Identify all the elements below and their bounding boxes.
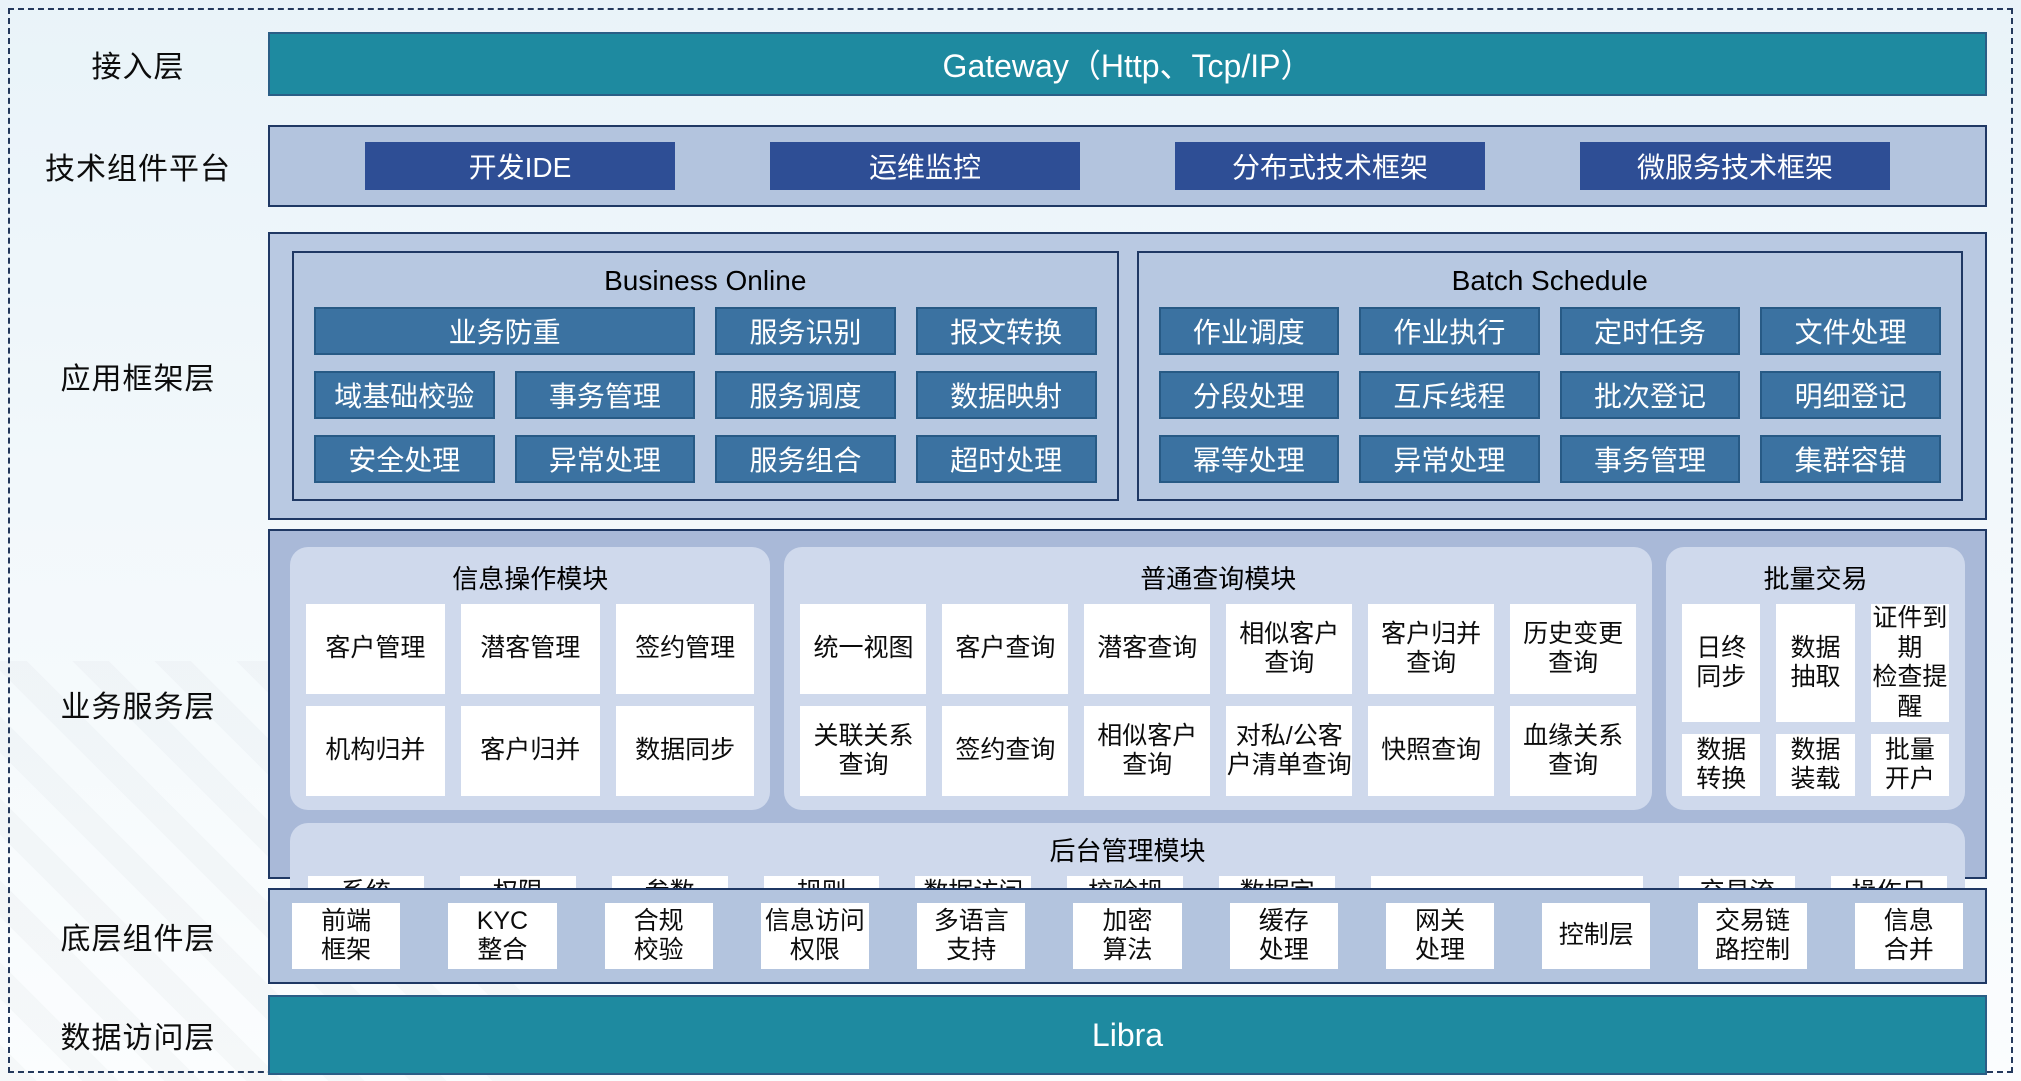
framework-item-button: 异常处理 [514,435,696,483]
service-module-cell: 潜客管理 [460,604,600,694]
tech-platform-button: 开发IDE [365,142,675,190]
service-module-cell: 客户管理 [306,604,445,694]
service-module-cell: 血缘关系 查询 [1510,706,1637,796]
framework-item-button: 安全处理 [314,435,495,483]
service-module-cell: 批量 开户 [1870,734,1949,796]
tech-platform-row: 技术组件平台 开发IDE 运维监控 分布式技术框架 微服务技术框架 [8,125,1987,207]
base-component-cell: 控制层 [1542,903,1651,969]
tech-platform-button: 分布式技术框架 [1175,142,1485,190]
service-module-cell: 数据 装载 [1776,734,1855,796]
framework-item-button: 域基础校验 [314,371,495,419]
framework-item-button: 事务管理 [514,371,696,419]
service-module-grid: 客户管理潜客管理签约管理机构归并客户归并数据同步 [306,604,755,796]
libra-bar: Libra [268,995,1987,1075]
service-module-box: 信息操作模块客户管理潜客管理签约管理机构归并客户归并数据同步 [290,547,771,810]
service-modules-row: 信息操作模块客户管理潜客管理签约管理机构归并客户归并数据同步 普通查询模块统一视图… [290,547,1965,810]
framework-item-button: 文件处理 [1760,307,1941,355]
framework-item-button: 作业执行 [1359,307,1540,355]
layer-label-business-service: 业务服务层 [60,691,216,724]
service-module-cell: 数据 抽取 [1776,604,1855,722]
framework-item-button: 明细登记 [1760,371,1941,419]
base-components-box: 前端 框架 KYC 整合合规 校验信息访问 权限多语言 支持加密 算法缓存 处理网… [268,888,1987,984]
service-module-cell: 签约管理 [615,604,755,694]
framework-item-button: 服务组合 [715,435,896,483]
framework-item-button: 定时任务 [1559,307,1741,355]
base-component-cell: 信息 合并 [1854,903,1963,969]
service-module-cell: 客户查询 [942,604,1069,694]
framework-item-button: 集群容错 [1760,435,1941,483]
service-module-cell: 机构归并 [306,706,445,796]
service-module-cell: 对私/公客 户清单查询 [1226,706,1353,796]
base-component-cell: 缓存 处理 [1229,903,1338,969]
architecture-diagram: 接入层 Gateway（Http、Tcp/IP） 技术组件平台 开发IDE 运维监… [8,8,2013,1075]
service-module-cell: 关联关系 查询 [800,706,927,796]
framework-item-button: 报文转换 [915,307,1097,355]
app-framework-group-title: Business Online [604,265,807,296]
base-component-cell: KYC 整合 [448,903,557,969]
tech-platform-button: 运维监控 [770,142,1080,190]
admin-module-title: 后台管理模块 [1049,836,1206,866]
framework-item-button: 分段处理 [1158,371,1340,419]
service-module-grid: 日终 同步数据 抽取证件到期 检查提醒数据 转换数据 装载批量 开户 [1682,604,1949,796]
service-module-cell: 统一视图 [800,604,927,694]
service-module-cell: 客户归并 [460,706,600,796]
access-layer-row: 接入层 Gateway（Http、Tcp/IP） [8,32,1987,96]
base-component-cell: 多语言 支持 [917,903,1026,969]
base-component-cell: 交易链 路控制 [1698,903,1807,969]
base-component-cell: 网关 处理 [1385,903,1495,969]
layer-label-data-access: 数据访问层 [60,1022,216,1055]
service-module-cell: 相似客户 查询 [1226,604,1353,694]
framework-item-button: 数据映射 [915,371,1097,419]
framework-item-button: 幂等处理 [1158,435,1340,483]
layer-label-app-framework: 应用框架层 [60,363,216,396]
base-component-cell: 信息访问 权限 [760,903,870,969]
app-framework-group-title: Batch Schedule [1451,265,1648,296]
base-components-row: 底层组件层 前端 框架 KYC 整合合规 校验信息访问 权限多语言 支持加密 算法… [8,888,1987,984]
framework-item-button: 事务管理 [1559,435,1741,483]
service-module-cell: 客户归并 查询 [1368,604,1495,694]
service-module-cell: 证件到期 检查提醒 [1870,604,1949,722]
layer-label-base-components: 底层组件层 [60,923,216,956]
framework-item-button: 服务调度 [715,371,896,419]
layer-label-tech-platform: 技术组件平台 [45,153,231,186]
service-module-cell: 相似客户 查询 [1084,706,1211,796]
service-module-cell: 快照查询 [1368,706,1495,796]
service-module-grid: 统一视图客户查询潜客查询相似客户 查询客户归并 查询历史变更 查询关联关系 查询… [800,604,1637,796]
service-module-title: 信息操作模块 [452,564,609,594]
app-framework-group: Batch Schedule 作业调度作业执行定时任务文件处理分段处理互斥线程批次… [1136,251,1963,501]
layer-label-access: 接入层 [91,51,185,84]
framework-item-button: 批次登记 [1559,371,1741,419]
framework-item-button: 服务识别 [715,307,896,355]
base-component-cell: 合规 校验 [604,903,713,969]
framework-item-button: 异常处理 [1359,435,1540,483]
base-component-cell: 加密 算法 [1073,903,1182,969]
service-module-cell: 历史变更 查询 [1510,604,1637,694]
service-module-cell: 数据 转换 [1682,734,1761,796]
app-framework-group: Business Online 业务防重服务识别报文转换域基础校验事务管理服务调度… [292,251,1119,501]
tech-platform-box: 开发IDE 运维监控 分布式技术框架 微服务技术框架 [268,125,1987,207]
framework-item-button: 作业调度 [1158,307,1340,355]
base-component-cell: 前端 框架 [292,903,401,969]
framework-item-button: 业务防重 [314,307,696,355]
business-service-box: 信息操作模块客户管理潜客管理签约管理机构归并客户归并数据同步 普通查询模块统一视图… [268,529,1987,952]
service-module-cell: 潜客查询 [1084,604,1211,694]
service-module-title: 普通查询模块 [1140,564,1297,594]
service-module-box: 普通查询模块统一视图客户查询潜客查询相似客户 查询客户归并 查询历史变更 查询关… [784,547,1653,810]
service-module-title: 批量交易 [1763,564,1868,594]
gateway-bar: Gateway（Http、Tcp/IP） [268,32,1987,96]
framework-item-button: 互斥线程 [1359,371,1540,419]
app-framework-group-grid: 作业调度作业执行定时任务文件处理分段处理互斥线程批次登记明细登记幂等处理异常处理… [1158,307,1941,483]
service-module-box: 批量交易日终 同步数据 抽取证件到期 检查提醒数据 转换数据 装载批量 开户 [1666,547,1965,810]
service-module-cell: 签约查询 [942,706,1069,796]
business-service-row: 业务服务层 信息操作模块客户管理潜客管理签约管理机构归并客户归并数据同步 普通查询… [8,529,1987,952]
app-framework-group-grid: 业务防重服务识别报文转换域基础校验事务管理服务调度数据映射安全处理异常处理服务组… [314,307,1097,483]
data-access-row: 数据访问层 Libra [8,995,1987,1075]
service-module-cell: 日终 同步 [1682,604,1761,722]
tech-platform-button: 微服务技术框架 [1580,142,1890,190]
framework-item-button: 超时处理 [915,435,1097,483]
service-module-cell: 数据同步 [615,706,755,796]
